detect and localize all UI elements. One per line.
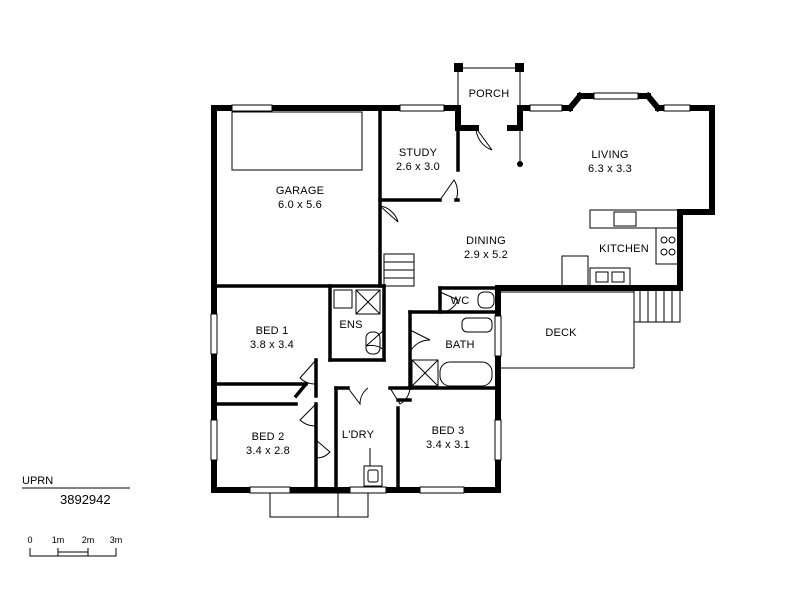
uprn-label: UPRN <box>22 475 53 487</box>
front-step <box>269 492 369 518</box>
ensuite-fixtures <box>333 289 381 355</box>
bed3-label: BED 3 <box>432 425 465 437</box>
deck-outline <box>498 291 635 369</box>
laundry-fixtures <box>363 448 383 487</box>
garage-size: 6.0 x 5.6 <box>278 199 322 211</box>
ldry-label: L'DRY <box>342 429 375 441</box>
scale-tick-3m: 3m <box>110 535 123 545</box>
dining-label: DINING <box>466 235 506 247</box>
deck-stairs <box>633 287 681 323</box>
dining-size: 2.9 x 5.2 <box>464 249 508 261</box>
living-size: 6.3 x 3.3 <box>588 163 632 175</box>
porch-outline <box>457 67 521 108</box>
kitchen-benches <box>561 209 681 287</box>
wc-fixtures <box>461 291 495 333</box>
bed2-size: 3.4 x 2.8 <box>246 445 290 457</box>
bed1-label: BED 1 <box>256 325 289 337</box>
deck-label: DECK <box>545 327 577 339</box>
internal-stairs <box>383 253 415 287</box>
living-label: LIVING <box>591 149 628 161</box>
wc-label: WC <box>451 295 470 307</box>
scale-tick-1m: 1m <box>52 535 65 545</box>
bath-label: BATH <box>445 339 474 351</box>
garage-door <box>231 111 363 171</box>
ens-label: ENS <box>339 319 362 331</box>
scale-tick-2m: 2m <box>82 535 95 545</box>
door-swings <box>299 127 493 459</box>
scale-bar: 0 1m 2m 3m <box>27 535 123 557</box>
bed1-size: 3.8 x 3.4 <box>250 339 294 351</box>
study-size: 2.6 x 3.0 <box>396 161 440 173</box>
uprn-value: 3892942 <box>60 492 111 507</box>
bed3-size: 3.4 x 3.1 <box>426 439 470 451</box>
porch-label: PORCH <box>469 88 510 100</box>
kitchen-label: KITCHEN <box>599 243 649 255</box>
scale-tick-0: 0 <box>27 535 32 545</box>
garage-label: GARAGE <box>276 185 324 197</box>
study-label: STUDY <box>399 147 438 159</box>
bath-fixtures <box>411 359 493 387</box>
bed2-label: BED 2 <box>252 431 285 443</box>
scale-bar-blocks <box>57 551 89 557</box>
